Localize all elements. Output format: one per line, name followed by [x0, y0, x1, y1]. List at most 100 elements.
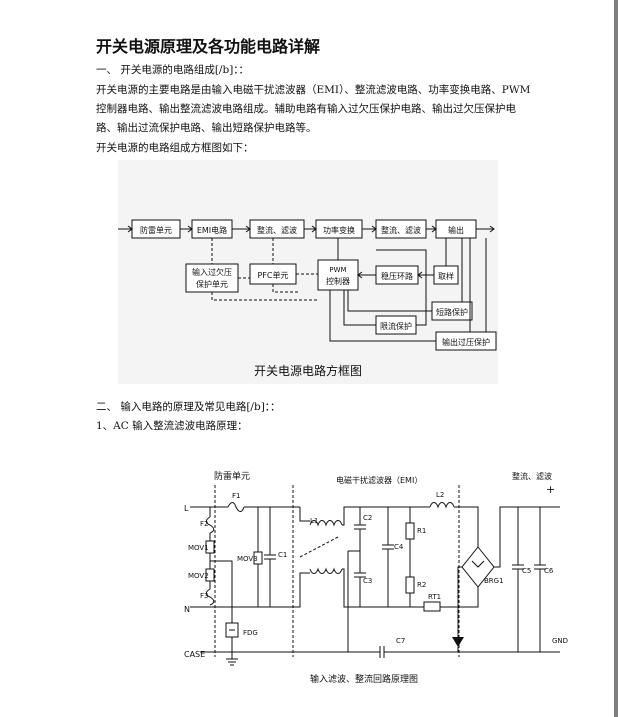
rail-N-2: [342, 568, 479, 608]
label-fdg: FDG: [243, 629, 258, 637]
rail-plus: [494, 506, 560, 568]
capacitor-c5: [512, 507, 524, 652]
link-inputprot-pwm: [211, 292, 318, 301]
label-mov1: MOV1: [188, 544, 209, 552]
ground-case: [226, 637, 238, 666]
fuse-f2: [205, 516, 215, 534]
block-pwm-label-1: PWM: [329, 266, 346, 274]
rail-L-5: [454, 506, 479, 547]
label-c7: C7: [396, 637, 405, 645]
block-sampling-label: 取样: [438, 271, 454, 281]
label-f2: F2: [200, 520, 208, 528]
capacitor-c6: [534, 507, 546, 652]
arrow-rect-power: [304, 225, 317, 233]
block-out-rect-label: 整流、滤波: [381, 225, 421, 235]
label-f1: F1: [232, 492, 240, 500]
inductor-l1-bottom: [309, 567, 343, 574]
section1-heading: 一、 开关电源的电路组成[/b]：：: [96, 64, 250, 76]
label-brg1: BRG1: [484, 577, 504, 585]
capacitor-c1: [264, 507, 276, 607]
block-input-protection-label-2: 保护单元: [196, 279, 228, 289]
arrow-output-out: [476, 225, 495, 233]
block-emi-label: EMI电路: [197, 225, 227, 235]
label-plus: +: [546, 483, 555, 496]
circuit-caption: 输入滤波、整流回路原理图: [310, 675, 419, 685]
section2-sub1: 1、AC 输入整流滤波电路原理：: [96, 420, 248, 432]
link-ovp-pwm: [329, 290, 436, 342]
link-pfc-bottom: [272, 284, 300, 293]
terminal-L: L: [184, 504, 189, 513]
label-c4: C4: [394, 543, 404, 551]
rail-L-3: [299, 507, 310, 522]
label-l2: L2: [436, 491, 444, 499]
link-regulator-pwm: [357, 271, 376, 279]
block-diagram: 防雷单元 EMI电路 整流、滤波 功率变换 整流、滤波 输出 输入过欠压 保护单…: [118, 160, 498, 384]
label-rt1: RT1: [428, 593, 441, 601]
block-current-limit-label: 限流保护: [380, 321, 412, 331]
capacitor-c4: [382, 507, 394, 607]
bridge-diode-mark: [471, 560, 485, 568]
block-pwm-label-2: 控制器: [326, 276, 350, 286]
bridge-brg1: [461, 546, 495, 588]
label-c6: C6: [544, 567, 554, 575]
page-edge-shadow: [614, 0, 618, 717]
block-pwm: [317, 259, 359, 291]
rail-N-1: [190, 572, 310, 608]
block-rect-label: 整流、滤波: [257, 225, 297, 235]
block-lightning-label: 防雷单元: [140, 225, 172, 235]
terminal-N: N: [184, 605, 190, 614]
inductor-l2: [429, 502, 455, 509]
label-r2: R2: [417, 581, 426, 589]
resistor-r2: [405, 576, 415, 594]
label-r1: R1: [417, 527, 426, 535]
circuit-schematic: 防雷单元 电磁干扰滤波器（EMI） 整流、滤波 + L N CASE GND F…: [184, 470, 568, 666]
block-output-label: 输出: [448, 225, 464, 235]
wire-bridge-minus: [457, 566, 462, 637]
arrow-power-outrect: [362, 225, 377, 233]
body-line-2: 控制器电路、输出整流滤波电路组成。辅助电路有输入过欠压保护电路、输出过欠压保护电: [96, 103, 516, 115]
arrow-outrect-output: [426, 225, 437, 233]
label-c3: C3: [363, 577, 372, 585]
thermistor-rt1: [423, 601, 441, 612]
block-regulator-label: 稳压环路: [381, 271, 413, 281]
label-mov3: MOV3: [237, 555, 258, 563]
label-c2: C2: [363, 514, 372, 522]
block-power-label: 功率变换: [323, 225, 355, 235]
label-l1: L1: [310, 517, 318, 525]
link-short-pwm: [347, 290, 432, 312]
l1-coupling: [299, 536, 339, 558]
arrow-lightning-emi: [180, 225, 193, 233]
arrow-emi-rect: [232, 225, 251, 233]
body-line-3: 路、输出过流保护电路、输出短路保护电路等。: [96, 122, 317, 134]
label-emi: 电磁干扰滤波器（EMI）: [336, 475, 422, 485]
terminal-gnd: GND: [552, 637, 568, 645]
capacitor-c7: [379, 646, 385, 658]
label-mov2: MOV2: [188, 572, 209, 580]
diagram-intro: 开关电源的电路组成方框图如下：: [96, 142, 254, 154]
capacitor-c2-c3: [354, 507, 366, 607]
label-f3: F3: [200, 592, 208, 600]
body-line-1: 开关电源的主要电路是由输入电磁干扰滤波器（EMI）、整流滤波电路、功率变换电路、…: [96, 84, 531, 96]
label-lightning: 防雷单元: [214, 470, 250, 482]
label-c5: C5: [522, 567, 531, 575]
fuse-f1: [227, 502, 245, 512]
terminal-case: CASE: [184, 650, 205, 659]
rail-L-4: [342, 506, 430, 526]
link-climit-pwm: [343, 290, 376, 326]
block-short-protection-label: 短路保护: [436, 307, 468, 317]
section2-heading: 二、 输入电路的原理及常见电路[/b]：：: [96, 401, 281, 413]
block-input-protection-label-1: 输入过欠压: [192, 267, 232, 277]
block-diagram-caption: 开关电源电路方框图: [254, 364, 363, 378]
link-climit-power: [376, 249, 427, 326]
label-rect: 整流、滤波: [512, 471, 552, 481]
page-title: 开关电源原理及各功能电路详解: [96, 37, 321, 56]
inductor-l1-top: [309, 520, 343, 527]
wire-mov-to-fdg: [210, 560, 233, 607]
fuse-f3: [205, 588, 215, 606]
block-pfc-label: PFC单元: [257, 270, 288, 280]
label-c1: C1: [278, 551, 287, 559]
ground-arrow-icon: [452, 637, 464, 647]
resistor-r1: [405, 522, 415, 540]
arrowhead-in: [127, 225, 133, 233]
block-output-overvoltage-label: 输出过压保护: [442, 337, 490, 347]
